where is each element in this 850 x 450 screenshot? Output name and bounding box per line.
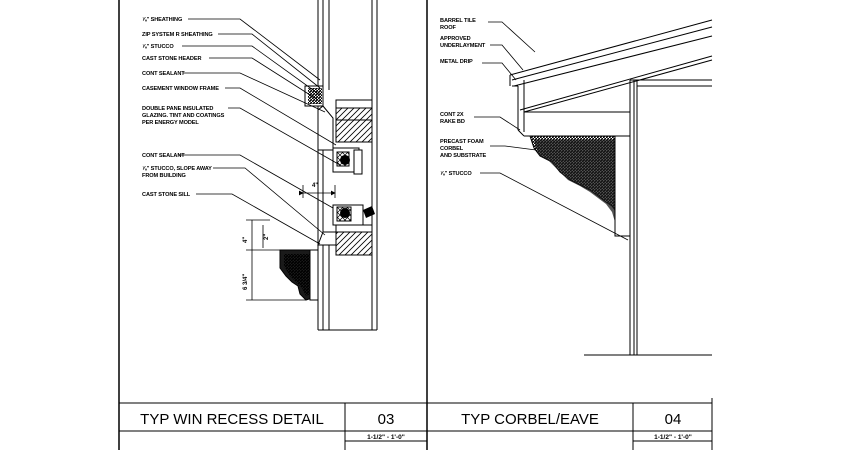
- note-corbel-3: AND SUBSTRATE: [440, 153, 487, 159]
- note-stucco-04: ⅞" STUCCO: [440, 171, 472, 177]
- note-casement-frame: CASEMENT WINDOW FRAME: [142, 86, 219, 92]
- note-stucco: ⅞" STUCCO: [142, 44, 174, 50]
- detail-04-corbel-eave: BARREL TILE ROOF APPROVED UNDERLAYMENT M…: [440, 18, 713, 356]
- dim-sill-height: 6 3/4": [243, 274, 249, 290]
- window-head: [332, 147, 363, 175]
- notes-04: BARREL TILE ROOF APPROVED UNDERLAYMENT M…: [440, 18, 487, 177]
- note-rake-bd-2: RAKE BD: [440, 119, 465, 125]
- note-underlayment-2: UNDERLAYMENT: [440, 43, 486, 49]
- note-sealant-1: CONT SEALANT: [142, 71, 185, 77]
- note-rake-bd-1: CONT 2X: [440, 112, 464, 118]
- note-stucco-slope-1: ⅞" STUCCO, SLOPE AWAY: [142, 166, 212, 172]
- leaders-04: [474, 21, 629, 241]
- note-metal-drip: METAL DRIP: [440, 59, 473, 65]
- note-corbel-1: PRECAST FOAM: [440, 139, 484, 145]
- note-stone-header: CAST STONE HEADER: [142, 56, 201, 62]
- dimension-lines: [246, 185, 336, 301]
- note-glazing-2: GLAZING. TINT AND COATINGS: [142, 113, 225, 119]
- detail-03-number: 03: [378, 411, 395, 428]
- eave-soffit: [517, 111, 630, 137]
- detail-03-window-recess: 4" 4" 2" 6 3/4" ⅞" SHEATHING ZIP SYSTEM …: [142, 0, 378, 331]
- dim-rise: 4": [243, 237, 249, 243]
- note-corbel-2: CORBEL: [440, 146, 464, 152]
- title-blocks: TYP WIN RECESS DETAIL 03 1-1/2" - 1'-0" …: [119, 402, 712, 450]
- lower-framing: [335, 224, 373, 256]
- note-glazing-1: DOUBLE PANE INSULATED: [142, 106, 213, 112]
- cast-stone-header: [304, 85, 334, 151]
- note-barrel-tile-1: BARREL TILE: [440, 18, 476, 24]
- foam-corbel: [529, 135, 631, 237]
- note-barrel-tile-2: ROOF: [440, 25, 456, 31]
- detail-03-title: TYP WIN RECESS DETAIL: [140, 411, 324, 428]
- upper-framing: [335, 99, 373, 143]
- notes-03: ⅞" SHEATHING ZIP SYSTEM R SHEATHING ⅞" S…: [142, 17, 225, 198]
- detail-04-number: 04: [665, 411, 682, 428]
- note-stone-sill: CAST STONE SILL: [142, 192, 191, 198]
- note-sheathing: ⅞" SHEATHING: [142, 17, 182, 23]
- detail-04-scale: 1-1/2" - 1'-0": [654, 434, 692, 441]
- dim-width: 4": [312, 183, 318, 189]
- roof-tile: [509, 19, 713, 132]
- window-sill-frame: [332, 204, 375, 226]
- note-stucco-slope-2: FROM BUILDING: [142, 173, 186, 179]
- cast-stone-sill: [279, 231, 337, 301]
- note-sealant-2: CONT SEALANT: [142, 153, 185, 159]
- note-underlayment-1: APPROVED: [440, 36, 471, 42]
- dim-slope: 2": [264, 234, 270, 240]
- detail-03-scale: 1-1/2" - 1'-0": [367, 434, 405, 441]
- detail-04-title: TYP CORBEL/EAVE: [461, 411, 599, 428]
- note-zip-system: ZIP SYSTEM R SHEATHING: [142, 32, 213, 38]
- wall-04: [584, 79, 712, 356]
- leaders-03: [178, 18, 341, 245]
- note-glazing-3: PER ENERGY MODEL: [142, 120, 199, 126]
